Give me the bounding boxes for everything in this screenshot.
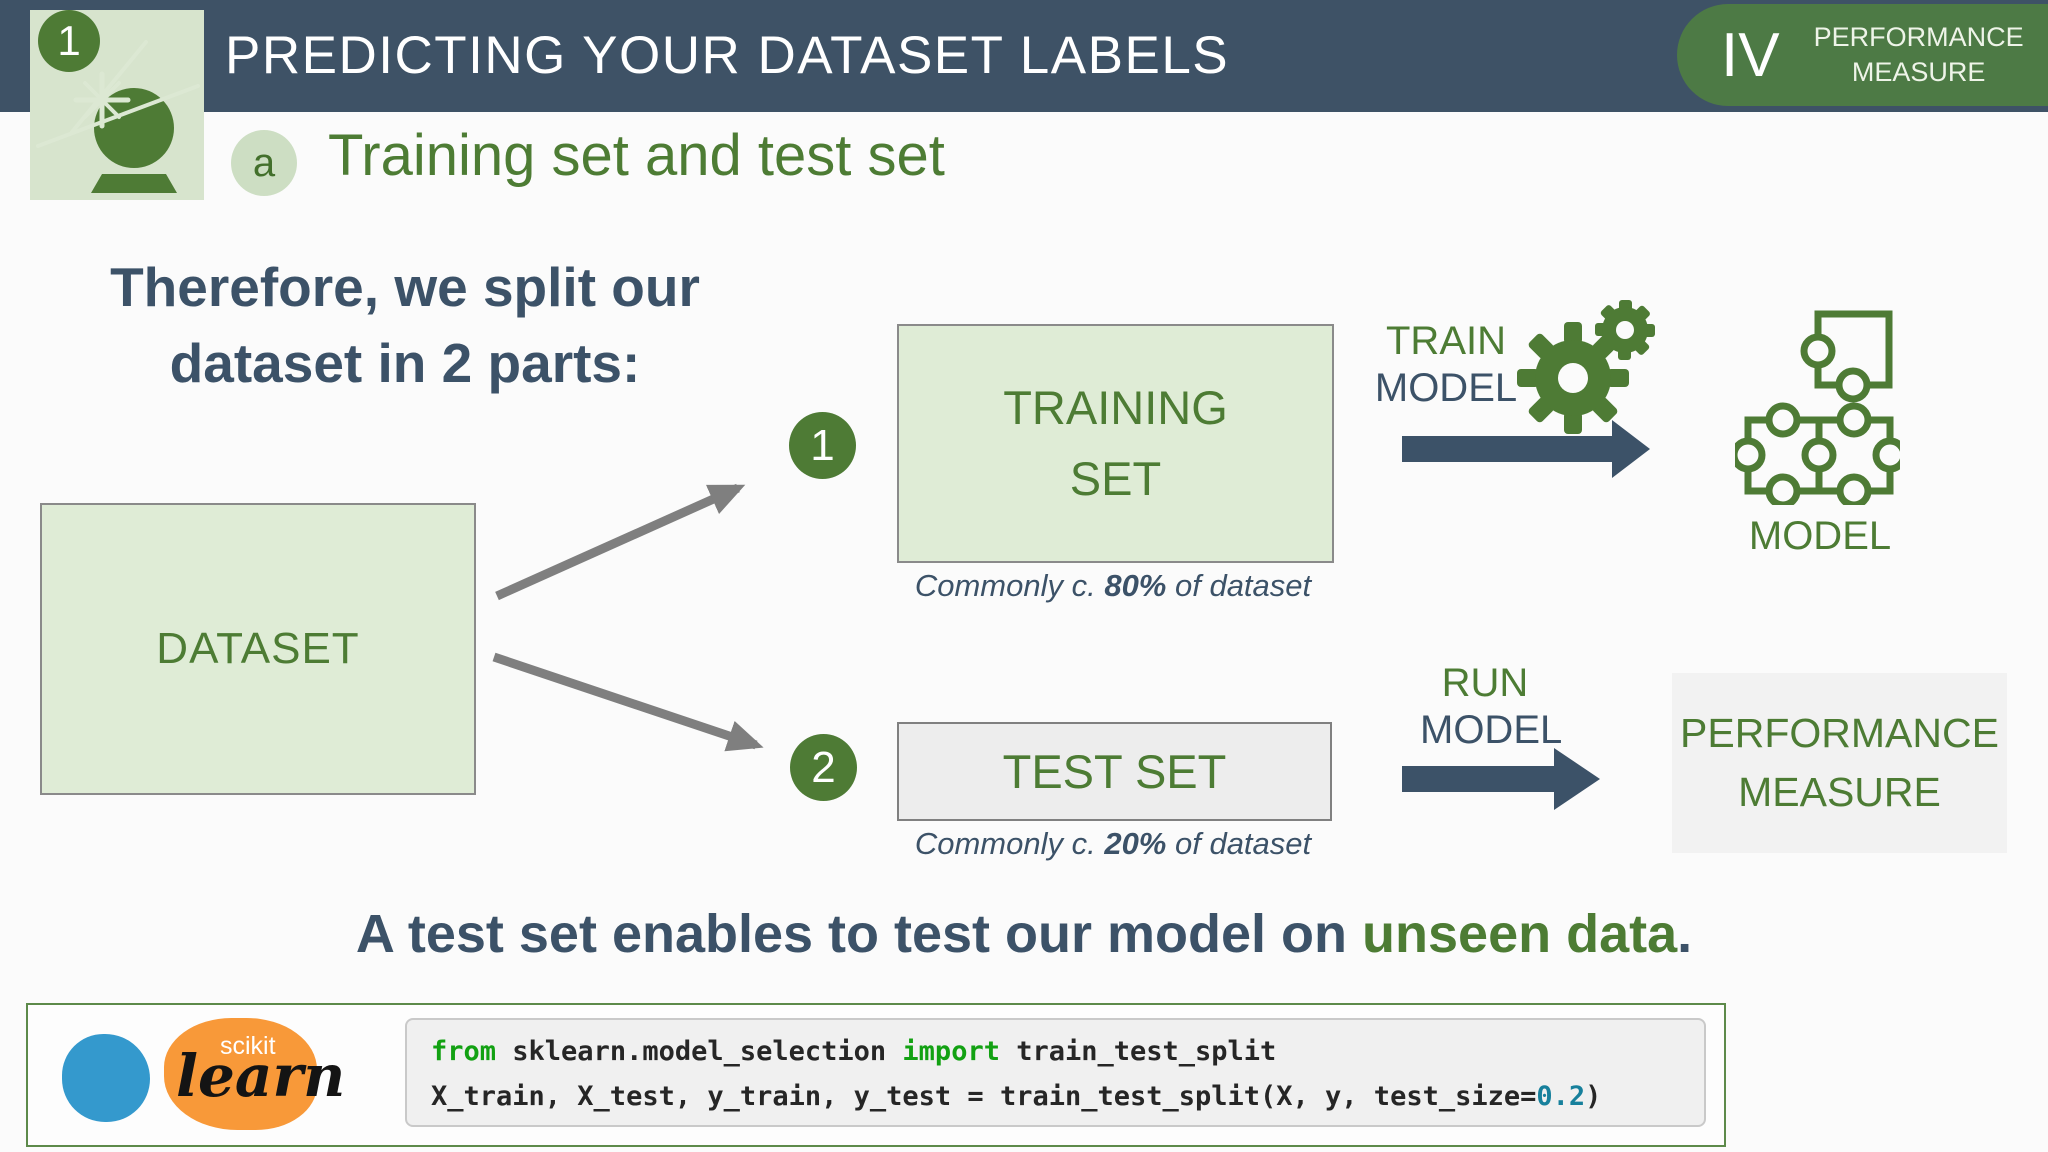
- gear-small: [1595, 300, 1655, 360]
- code-line-1: from sklearn.model_selection import trai…: [431, 1036, 1277, 1067]
- branch-2-badge: 2: [790, 734, 857, 801]
- section-numeral: IV: [1721, 20, 1780, 90]
- model-label: MODEL: [1748, 514, 1892, 558]
- conclusion-text: A test set enables to test our model on …: [355, 904, 1693, 964]
- run-arrow-icon: [1402, 748, 1600, 810]
- subtitle-badge: a: [231, 130, 297, 196]
- highlight-unseen-data: unseen data: [1362, 904, 1678, 964]
- lesson-number-badge: 1: [38, 10, 100, 72]
- subtitle: Training set and test set: [328, 123, 945, 188]
- logo-learn-text: learn: [176, 1042, 346, 1110]
- crystal-ball-icon: [36, 40, 200, 193]
- training-set-box: TRAINING SET: [897, 324, 1334, 563]
- scikit-learn-logo: scikit learn: [58, 1016, 358, 1134]
- code-line-2: X_train, X_test, y_train, y_test = train…: [431, 1081, 1602, 1112]
- logo-scikit-text: scikit: [220, 1032, 276, 1060]
- dataset-box: DATASET: [40, 503, 476, 795]
- split-arrow-2: [492, 652, 764, 752]
- performance-measure-box: PERFORMANCE MEASURE: [1672, 673, 2007, 853]
- intro-text: Therefore, we split our dataset in 2 par…: [110, 256, 700, 394]
- test-set-box: TEST SET: [897, 722, 1332, 821]
- branch-1-badge: 1: [789, 412, 856, 479]
- gear-large: [1517, 322, 1629, 434]
- code-snippet: from sklearn.model_selection import trai…: [405, 1018, 1706, 1127]
- test-set-note: Commonly c. 20% of dataset: [914, 826, 1312, 861]
- section-badge: IV PERFORMANCE MEASURE: [1677, 4, 2048, 106]
- logo-blue-blob: [62, 1034, 150, 1122]
- section-label: PERFORMANCE MEASURE: [1813, 21, 2024, 87]
- training-set-note: Commonly c. 80% of dataset: [914, 568, 1312, 603]
- logo-orange-blob: [164, 1018, 317, 1130]
- split-arrow-1: [495, 483, 746, 601]
- gears-icon: [1517, 300, 1655, 434]
- split-arrows: [492, 483, 764, 752]
- puzzle-icon: [1735, 310, 1900, 505]
- train-arrow-icon: [1402, 420, 1650, 478]
- page-title: PREDICTING YOUR DATASET LABELS: [225, 26, 1230, 85]
- train-model-label: TRAIN MODEL: [1374, 319, 1518, 411]
- run-model-label: RUN MODEL: [1420, 661, 1563, 753]
